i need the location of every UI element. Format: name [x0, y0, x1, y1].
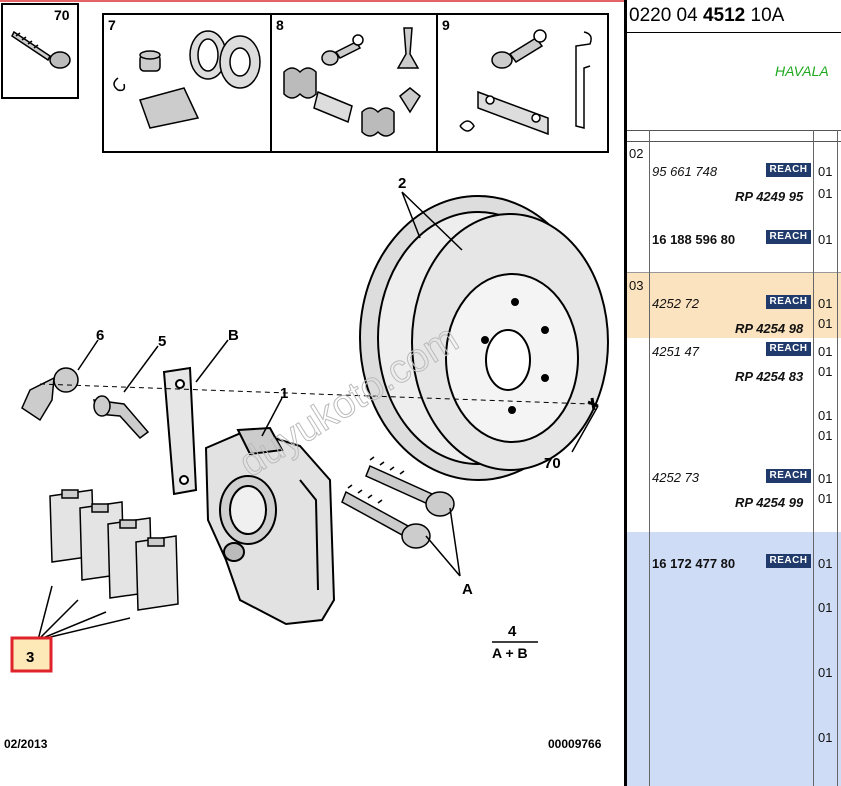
caliper-bolt-lower[interactable]	[341, 484, 431, 549]
col-line-3	[837, 130, 838, 786]
qty: 01	[818, 296, 833, 311]
callout-dust-cap: 6	[96, 327, 104, 344]
row-index: 02	[629, 146, 644, 161]
bleed-screw[interactable]	[92, 395, 150, 440]
kit-label-8: 8	[276, 17, 284, 33]
reach-badge: REACH	[766, 554, 811, 568]
brake-caliper[interactable]	[204, 426, 336, 626]
reach-badge: REACH	[766, 230, 811, 244]
exploded-brake-diagram: 70 7 8	[0, 0, 624, 751]
qty: 01	[818, 665, 833, 680]
qty: 01	[818, 408, 833, 423]
col-line-1	[649, 130, 650, 786]
kit-box-70[interactable]: 70	[1, 3, 79, 99]
diagram-date: 02/2013	[4, 737, 48, 751]
part-number[interactable]: 16 172 477 80	[652, 556, 736, 571]
qty: 01	[818, 344, 833, 359]
alt-part-number[interactable]: RP 4254 83	[735, 369, 804, 384]
alt-part-number[interactable]: RP 4249 95	[735, 189, 804, 204]
brake-pads-set[interactable]	[49, 489, 179, 611]
anti-rattle-plate-icon	[477, 90, 549, 136]
part-number[interactable]: 4251 47	[652, 344, 699, 359]
qty: 01	[818, 316, 833, 331]
parts-panel: 0220 04 4512 10A HAVALA 02 95 661 748 RE…	[627, 0, 841, 786]
drawing-number: 00009766	[548, 737, 602, 751]
part-number[interactable]: 4252 73	[652, 470, 699, 485]
caliper-bolt-upper[interactable]	[365, 456, 455, 517]
kit-label-9: 9	[442, 17, 450, 33]
seal-ring-icon	[189, 30, 261, 89]
caliper-bracket[interactable]	[162, 366, 198, 496]
kit-box-7[interactable]: 7	[108, 17, 261, 129]
callout-bracket: B	[228, 327, 239, 344]
part-number[interactable]: 16 188 596 80	[652, 232, 736, 247]
brake-disc[interactable]	[359, 195, 609, 481]
table-header	[627, 130, 841, 142]
qty: 01	[818, 730, 833, 745]
reach-badge: REACH	[766, 163, 811, 177]
kit-box-9[interactable]: 9	[442, 17, 592, 136]
callout-pads-box[interactable]: 3	[10, 636, 53, 673]
reach-badge: REACH	[766, 342, 811, 356]
row-separator	[627, 272, 841, 273]
row-index: 03	[629, 278, 644, 293]
diagram-reference: 0220 04 4512 10A	[627, 0, 841, 33]
qty: 01	[818, 600, 833, 615]
callout-kit-4: 4	[508, 623, 517, 640]
col-line-2	[813, 130, 814, 786]
kit-box-8[interactable]: 8	[276, 17, 421, 137]
repair-kits-frame	[102, 13, 609, 153]
pin-sleeve-icon	[491, 29, 547, 69]
kit-label-7: 7	[108, 17, 116, 33]
qty: 01	[818, 471, 833, 486]
qty: 01	[818, 164, 833, 179]
callout-disc: 2	[398, 175, 406, 192]
bleed-screw-icon	[396, 27, 421, 114]
callout-caliper: 1	[280, 385, 288, 402]
reach-badge: REACH	[766, 469, 811, 483]
qty: 01	[818, 186, 833, 201]
alt-part-number[interactable]: RP 4254 98	[735, 321, 804, 336]
disc-fastener-cross-icon	[587, 397, 599, 411]
kit-label-70: 70	[54, 7, 70, 23]
leader-lines	[37, 191, 599, 641]
part-number[interactable]: 4252 72	[652, 296, 699, 311]
callout-pads: 3	[26, 649, 34, 666]
qty: 01	[818, 556, 833, 571]
grease-sachet-icon	[139, 87, 200, 129]
callout-bleed-screw: 5	[158, 333, 166, 350]
boot-icon	[283, 67, 395, 137]
qty: 01	[818, 491, 833, 506]
panel-title: HAVALA	[775, 63, 829, 79]
bolt-icon	[11, 30, 71, 69]
qty: 01	[818, 232, 833, 247]
alt-part-number[interactable]: RP 4254 99	[735, 495, 804, 510]
qty: 01	[818, 428, 833, 443]
qty: 01	[818, 364, 833, 379]
guide-pin-icon	[321, 34, 364, 66]
spring-clip-icon	[459, 31, 592, 132]
panel-divider	[624, 0, 627, 786]
row-selected	[627, 532, 841, 786]
grommet-icon	[113, 50, 161, 92]
reach-badge: REACH	[766, 295, 811, 309]
dust-cap[interactable]	[21, 367, 79, 422]
callout-kit-4-contents: A + B	[492, 645, 528, 661]
callout-disc-screw: 70	[544, 455, 561, 472]
callout-bolts: A	[462, 581, 473, 598]
part-number[interactable]: 95 661 748	[652, 164, 718, 179]
